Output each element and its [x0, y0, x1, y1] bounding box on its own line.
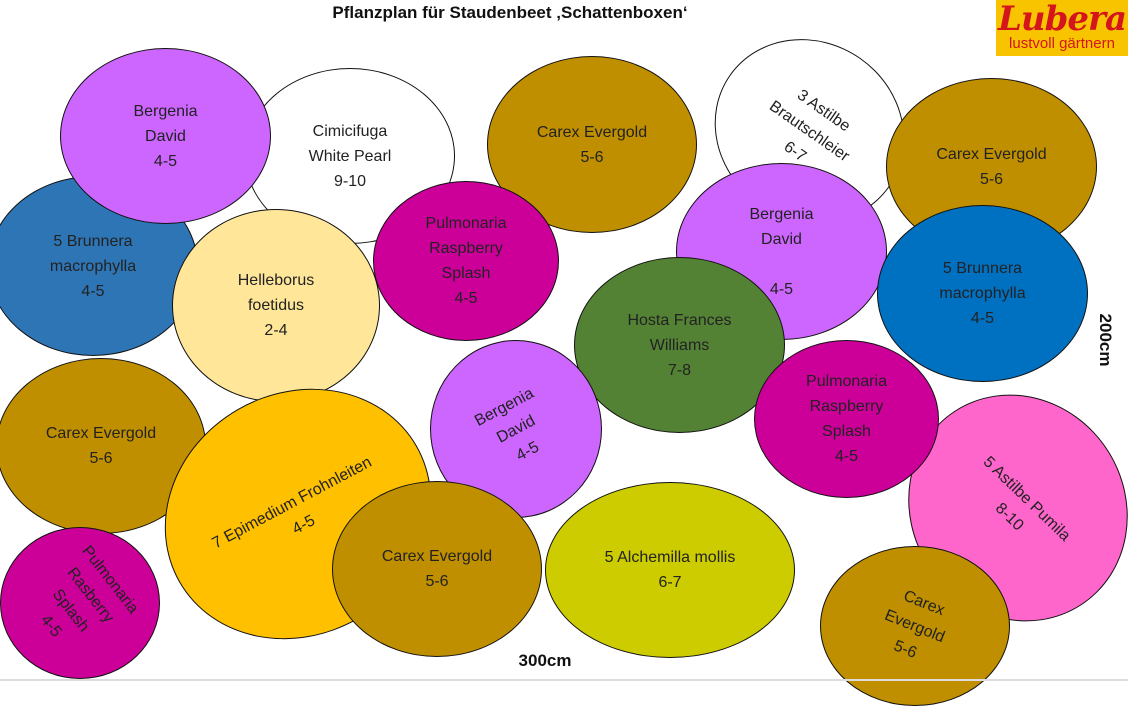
plant-label-line: Cimicifuga: [312, 122, 388, 140]
logo-slogan: lustvoll gärtnern: [1009, 35, 1115, 52]
plant-label-line: Raspberry: [809, 398, 884, 415]
plant-label-line: Bergenia: [133, 102, 198, 120]
plant-label-line: Carex Evergold: [536, 123, 648, 141]
plant-label-line: 7-8: [667, 361, 692, 379]
plant-alchemilla: 5 Alchemilla mollis 6-7: [545, 482, 795, 658]
plant-label-line: macrophylla: [49, 257, 137, 275]
plant-label: Carex Evergold 5-6: [46, 421, 156, 471]
plant-label-line: 2-4: [264, 322, 288, 339]
plant-label-line: Raspberry: [429, 240, 503, 257]
plant-label-line: 6-7: [658, 574, 682, 591]
plant-label-line: 5 Alchemilla mollis: [604, 549, 736, 566]
plant-label-line: 4-5: [454, 290, 478, 307]
plant-label-line: 5 Brunnera: [53, 232, 133, 250]
plant-label-line: 4-5: [81, 282, 105, 300]
plant-label-line: 4-5: [834, 448, 859, 465]
lubera-logo[interactable]: Lubera lustvoll gärtnern: [996, 0, 1128, 56]
plant-carex-bottom-center: Carex Evergold 5-6: [332, 481, 542, 657]
plant-label: Helleborus foetidus 2-4: [238, 268, 314, 343]
plant-brunnera-right: 5 Brunnera macrophylla 4-5: [877, 205, 1088, 382]
plant-helleborus: Helleborus foetidus 2-4: [172, 209, 380, 402]
plant-label-line: 4-5: [769, 280, 794, 298]
plant-label-line: [749, 252, 813, 277]
plant-label-line: Carex Evergold: [936, 145, 1047, 163]
plant-label-line: Carex Evergold: [381, 548, 493, 565]
height-dimension-label: 200cm: [1096, 313, 1115, 367]
plant-label-line: 5-6: [89, 450, 113, 467]
plant-label: Carex Evergold 5-6: [537, 120, 647, 170]
plant-label-line: Helleborus: [237, 272, 315, 289]
plant-label-line: Hosta Frances: [627, 311, 732, 329]
width-dimension-label: 300cm: [518, 651, 572, 670]
plant-label-line: 5 Brunnera: [942, 260, 1023, 277]
plant-label-line: 5-6: [580, 148, 604, 166]
bottom-edge-line: [0, 679, 1128, 681]
plant-label-line: 4-5: [970, 310, 995, 327]
plant-label-line: Pulmonaria: [425, 215, 507, 232]
plant-label-line: 4-5: [153, 152, 178, 170]
plant-label-line: 5-6: [425, 573, 449, 590]
plant-label-line: David: [761, 230, 802, 248]
plant-label-line: foetidus: [247, 297, 305, 314]
plant-label-line: macrophylla: [939, 285, 1026, 302]
plant-label-line: David: [145, 127, 186, 145]
plant-label: Carex Evergold 5-6: [382, 544, 492, 594]
plant-label-line: 9-10: [333, 172, 366, 190]
plant-label: 5 Brunnera macrophylla 4-5: [939, 256, 1025, 331]
logo-brand: Lubera: [998, 0, 1127, 39]
plant-label-line: Splash: [441, 265, 491, 282]
plant-label-line: Pulmonaria: [806, 373, 887, 390]
plant-label: 5 Brunnera macrophylla 4-5: [50, 229, 136, 304]
plant-label-line: Bergenia: [749, 205, 814, 223]
plant-label: Carex Evergold 5-6: [936, 142, 1046, 192]
plant-label-line: Williams: [649, 336, 710, 354]
plant-label-line: 5-6: [979, 170, 1004, 188]
plan-title: Pflanzplan für Staudenbeet ‚Schattenboxe…: [332, 3, 688, 22]
plant-label-line: Carex Evergold: [45, 425, 157, 442]
plant-label-line: Splash: [822, 423, 871, 440]
plant-label-line: White Pearl: [308, 147, 392, 165]
plant-label: 5 Alchemilla mollis 6-7: [605, 545, 736, 595]
